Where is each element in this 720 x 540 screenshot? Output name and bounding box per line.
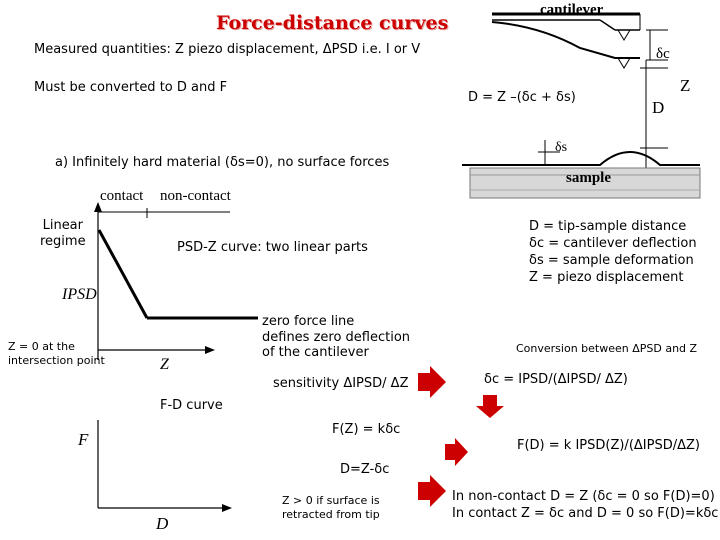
d-equation: D=Z-δc bbox=[340, 462, 390, 477]
non-contact-label: non-contact bbox=[160, 188, 231, 204]
definition-z: Z = piezo displacement bbox=[529, 270, 684, 285]
arrow-right-icon bbox=[418, 475, 446, 507]
case-a-text: a) Infinitely hard material (δs=0), no s… bbox=[55, 155, 390, 170]
sample-label: sample bbox=[566, 170, 611, 186]
z-label: Z bbox=[680, 76, 691, 95]
arrow-right-icon bbox=[418, 366, 446, 398]
contact-summary-line: In contact Z = δc and D = 0 so F(D)=kδc bbox=[452, 506, 719, 521]
must-convert-text: Must be converted to D and F bbox=[34, 80, 228, 95]
delta-c-label: δc bbox=[656, 46, 670, 62]
non-contact-summary: In non-contact D = Z (δc = 0 so F(D)=0) bbox=[452, 489, 715, 504]
definition-d: D = tip-sample distance bbox=[529, 219, 687, 234]
z-zero-note: Z = 0 at the intersection point bbox=[8, 340, 105, 367]
page-title: Force-distance curves bbox=[216, 12, 449, 34]
contact-summary: In non-contact D = Z (δc = 0 so F(D)=0) … bbox=[452, 488, 718, 522]
fd-curve-label: F-D curve bbox=[160, 398, 223, 413]
fd-y-axis-label: F bbox=[78, 430, 89, 449]
retracted-note: Z > 0 if surface is retracted from tip bbox=[282, 494, 380, 521]
conversion-heading: Conversion between ΔPSD and Z bbox=[516, 342, 698, 355]
contact-label: contact bbox=[100, 188, 144, 204]
fd-x-axis-label: D bbox=[156, 514, 169, 533]
fz-equation: F(Z) = kδc bbox=[332, 422, 401, 437]
linear-regime-label: Linear regime bbox=[40, 218, 86, 250]
formula-d: D = Z –(δc + δs) bbox=[468, 90, 576, 105]
psd-y-axis-label: IPSD bbox=[62, 286, 97, 303]
delta-c-equation: δc = IPSD/(ΔIPSD/ ΔZ) bbox=[484, 372, 628, 387]
fd-equation: F(D) = k IPSD(Z)/(ΔIPSD/ΔZ) bbox=[517, 438, 700, 453]
definition-delta-s: δs = sample deformation bbox=[529, 253, 694, 268]
d-label: D bbox=[652, 98, 665, 117]
arrow-right-icon bbox=[445, 438, 468, 466]
measured-quantities-text: Measured quantities: Z piezo displacemen… bbox=[34, 42, 421, 57]
cantilever-label: cantilever bbox=[540, 2, 604, 18]
definitions-block: D = tip-sample distance δc = cantilever … bbox=[529, 218, 697, 286]
zero-force-line-note: zero force line defines zero deflection … bbox=[262, 314, 411, 361]
definition-delta-c: δc = cantilever deflection bbox=[529, 236, 697, 251]
two-linear-parts-label: PSD-Z curve: two linear parts bbox=[177, 240, 368, 255]
delta-s-label: δs bbox=[555, 140, 568, 155]
sensitivity-label: sensitivity ΔIPSD/ ΔZ bbox=[273, 376, 409, 391]
arrow-down-icon bbox=[476, 395, 504, 418]
psd-x-axis-label: Z bbox=[160, 356, 169, 373]
